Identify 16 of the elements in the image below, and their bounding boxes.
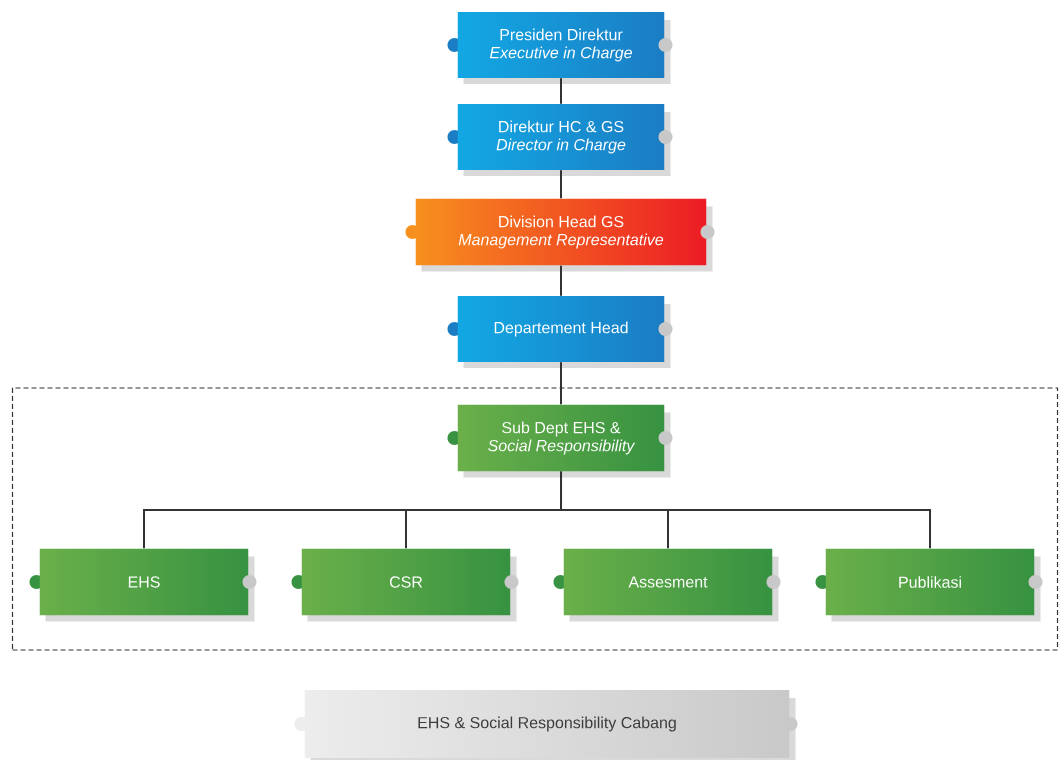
connector-line	[560, 361, 562, 406]
dashed-group-frame	[11, 387, 1059, 651]
puzzle-box: Departement Head	[447, 296, 673, 368]
puzzle-box: Direktur HC & GS Director in Charge	[447, 104, 673, 176]
puzzle-box: EHS & Social Responsibility Cabang	[294, 690, 798, 760]
puzzle-box: Division Head GS Management Representative	[405, 198, 715, 272]
puzzle-box: CSR	[291, 548, 519, 622]
connector-line	[560, 169, 562, 200]
connector-line	[560, 470, 931, 550]
puzzle-box: Presiden Direktur Executive in Charge	[447, 12, 673, 84]
puzzle-box: Assesment	[553, 548, 781, 622]
puzzle-box: Publikasi	[815, 548, 1043, 622]
connector-line	[560, 264, 562, 297]
puzzle-box: EHS	[29, 548, 257, 622]
puzzle-box: Sub Dept EHS & Social Responsibility	[447, 404, 673, 478]
connector-line	[560, 77, 562, 105]
